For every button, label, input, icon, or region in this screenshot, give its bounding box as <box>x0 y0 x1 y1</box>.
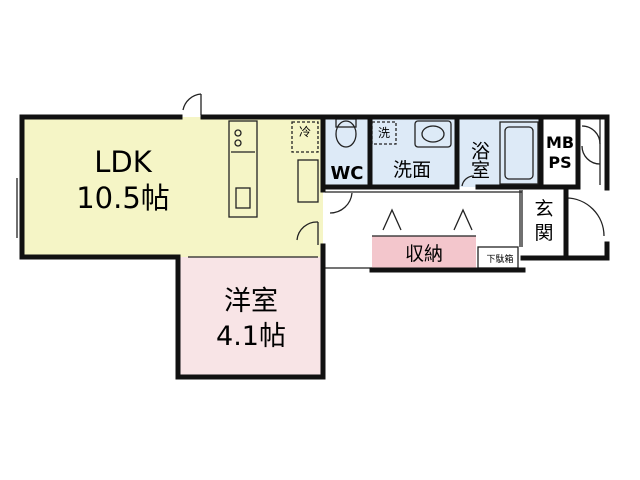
wc-room <box>325 117 369 187</box>
washroom <box>370 117 457 187</box>
ldk-label: LDK <box>94 145 152 179</box>
washer-mark: 洗 <box>378 126 390 140</box>
western-room <box>178 257 323 377</box>
western-label: 洋室 <box>224 286 278 317</box>
shoe-box-label: 下駄箱 <box>486 253 513 265</box>
western-size: 4.1帖 <box>216 321 286 352</box>
storage-room <box>372 236 476 268</box>
entrance-label-2: 関 <box>534 222 553 244</box>
ldk-room <box>22 117 323 257</box>
washroom-label: 洗面 <box>393 159 431 181</box>
fridge-mark: 冷 <box>299 125 311 139</box>
wc-label: WC <box>330 163 363 184</box>
walls <box>19 114 610 380</box>
entrance-label-1: 玄 <box>534 198 553 220</box>
storage-label: 収納 <box>405 243 443 265</box>
bath-label: 浴室 <box>468 141 490 179</box>
ldk-size: 10.5帖 <box>76 181 170 215</box>
interior-lines <box>16 93 605 269</box>
mbps-label-1: MB <box>546 133 574 152</box>
mbps-label-2: PS <box>548 153 571 172</box>
